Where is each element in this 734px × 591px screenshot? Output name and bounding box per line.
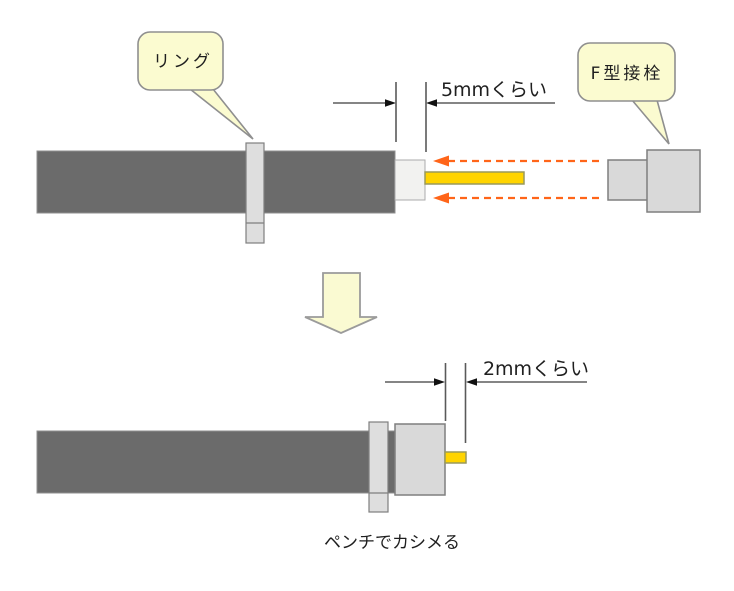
insertion-arrow-top-head-icon xyxy=(433,155,449,167)
f-connector xyxy=(607,149,701,213)
dimension-arrow-left-icon xyxy=(426,99,437,107)
dimension-label-2mm: 2mmくらい xyxy=(483,358,589,380)
ring-callout: リング xyxy=(137,31,254,140)
ring-callout-tail xyxy=(187,88,254,140)
crimp-ring-bottom xyxy=(368,421,389,513)
crimp-ring-top xyxy=(245,142,265,244)
crimp-ring-body-bottom xyxy=(368,421,389,513)
connector-callout-tail xyxy=(630,99,670,145)
f-connector-crimped xyxy=(394,423,446,496)
dimension-arrow-right-2mm-icon xyxy=(434,378,445,386)
connector-callout-label: F型接栓 xyxy=(591,64,664,84)
crimp-caption: ペンチでカシメる xyxy=(324,533,460,553)
coax-cable-bottom xyxy=(36,430,396,494)
dimension-2mm: 2mmくらい xyxy=(385,358,589,443)
top-diagram: 5mmくらい リング F型接栓 xyxy=(36,31,701,244)
ring-callout-label: リング xyxy=(153,52,213,72)
center-conductor-bottom xyxy=(444,451,467,464)
bottom-diagram: 2mmくらい ペンチでカシメる xyxy=(36,358,589,553)
crimp-ring-body xyxy=(245,142,265,244)
center-conductor-top xyxy=(424,171,525,185)
insertion-arrow-bottom-head-icon xyxy=(433,192,449,204)
dimension-arrow-left-2mm-icon xyxy=(466,378,477,386)
insertion-direction-arrows xyxy=(433,155,602,204)
down-arrow-icon xyxy=(304,272,378,334)
f-connector-sleeve xyxy=(607,159,649,201)
coax-cable-top xyxy=(36,150,396,214)
dielectric-insulation xyxy=(394,159,426,201)
dimension-arrow-right-icon xyxy=(385,99,396,107)
f-connector-body xyxy=(646,149,701,213)
ring-callout-bubble xyxy=(137,31,224,91)
connector-callout-bubble xyxy=(577,42,676,102)
dimension-label-5mm: 5mmくらい xyxy=(441,79,547,101)
connector-callout: F型接栓 xyxy=(577,42,676,145)
dimension-5mm: 5mmくらい xyxy=(333,79,555,152)
